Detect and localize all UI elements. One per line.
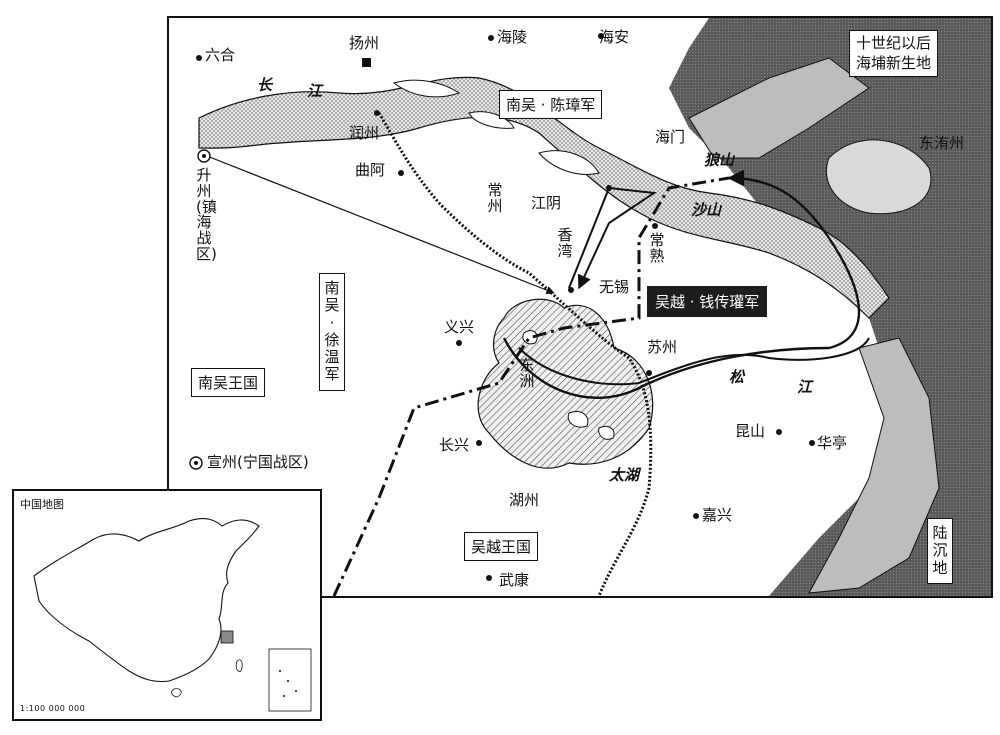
city-jiangyin: 江阴 (531, 194, 562, 212)
label-wuyue-kingdom: 吴越王国 (464, 532, 539, 561)
river-island-3 (468, 111, 515, 129)
chen-army-route (568, 186, 657, 290)
city-changshu: 常熟 (649, 231, 665, 265)
new-land-east (808, 337, 940, 594)
city-runzhou: 润州 (349, 124, 380, 142)
city-xuanzhou: 宣州(宁国战区) (207, 453, 309, 471)
city-qua: 曲阿 (355, 161, 386, 179)
river-label-chang: 长 (257, 76, 273, 94)
wuyue-boundary (332, 176, 730, 596)
river-label-jiang2: 江 (797, 378, 813, 396)
grand-canal (377, 112, 653, 596)
river-island-2 (538, 150, 600, 175)
lake-label-taihu: 太湖 (609, 466, 640, 484)
river-label-song: 松 (729, 368, 745, 386)
xu-army-route (206, 155, 555, 295)
inset-china-map: 中国地图 1:100 000 000 (12, 489, 322, 721)
city-changxing: 长兴 (439, 436, 470, 454)
mountain-langshan: 狼山 (704, 151, 735, 169)
city-xiangwan: 香湾 (557, 226, 573, 260)
city-jiaxing: 嘉兴 (702, 506, 733, 524)
map-canvas (189, 18, 991, 596)
label-qian-army: 吴越 · 钱传瓘军 (647, 286, 768, 317)
city-haian: 海安 (599, 28, 630, 46)
inset-map-canvas (33, 517, 312, 712)
xuanzhou-marker (189, 456, 203, 470)
city-liuhe: 六合 (205, 46, 236, 64)
city-huating: 华亭 (817, 434, 848, 452)
label-sunken-land: 陆沉地 (927, 518, 953, 584)
label-nanwu-kingdom: 南吴王国 (191, 368, 266, 397)
songjiang-river (518, 337, 870, 386)
yangtze-river (198, 76, 890, 319)
city-hailing: 海陵 (497, 28, 528, 46)
label-chen-army: 南吴 · 陈璋军 (499, 90, 603, 119)
island-label-dongpeizhou: 东洧州 (919, 134, 965, 152)
river-label-jiang: 江 (307, 82, 323, 100)
city-huzhou: 湖州 (509, 491, 540, 509)
qian-army-route (502, 169, 861, 399)
label-xu-army: 南吴 · 徐温军 (319, 273, 345, 391)
label-new-land: 十世纪以后 海埔新生地 (849, 30, 939, 77)
city-kunshan: 昆山 (735, 422, 766, 440)
city-yangzhou: 扬州 (349, 34, 380, 52)
city-changzhou: 常州 (487, 181, 503, 215)
shengzhou-marker (197, 149, 211, 163)
river-island-1 (392, 79, 461, 98)
lake-island-1 (567, 411, 589, 428)
taiwan (235, 659, 243, 672)
city-dongzhou: 东洲 (519, 356, 535, 390)
hainan (171, 688, 182, 698)
city-yixing: 义兴 (444, 318, 475, 336)
city-haimen: 海门 (655, 128, 686, 146)
city-markers (196, 33, 815, 581)
city-suzhou: 苏州 (647, 338, 678, 356)
city-wukang: 武康 (499, 571, 530, 589)
china-outline (33, 517, 260, 683)
region-highlight (220, 630, 234, 644)
inset-scale: 1:100 000 000 (20, 704, 86, 713)
city-shengzhou: 升州(镇海战区) (196, 166, 217, 263)
new-land-north (688, 57, 870, 159)
lake-island-2 (598, 425, 615, 440)
mountain-shashan: 沙山 (691, 201, 722, 219)
dongpeizhou-island (825, 139, 932, 215)
inset-title: 中国地图 (20, 498, 64, 511)
south-sea-inset (268, 648, 312, 712)
city-wuxi: 无锡 (599, 278, 630, 296)
